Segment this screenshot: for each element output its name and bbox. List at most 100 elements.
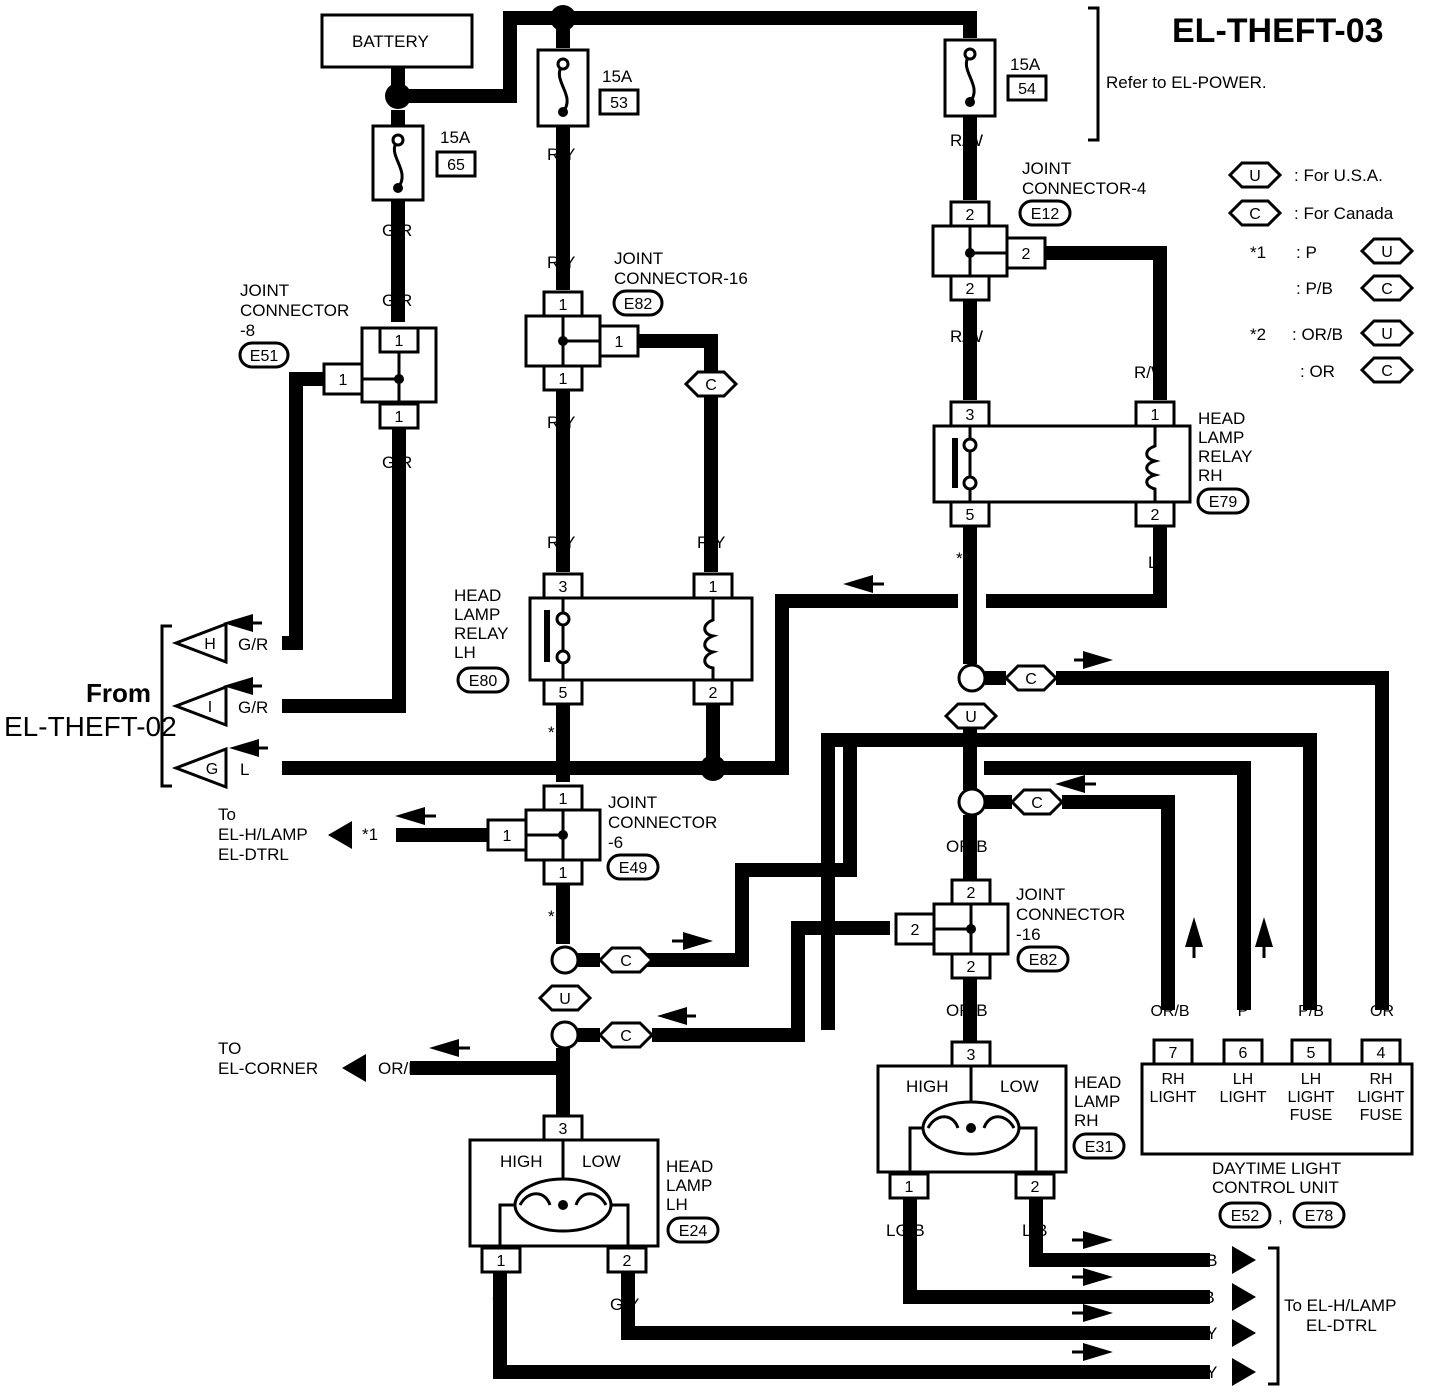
jc16a-label-2: CONNECTOR-16 [614, 269, 748, 288]
lamp-rh-leads [908, 1126, 1038, 1172]
wire-label-ry-4: R/Y [697, 533, 725, 552]
to-hlamp-3: EL-DTRL [218, 845, 289, 864]
splice-right-c1 [957, 663, 987, 693]
relay-rh-pin2-num: 2 [1151, 507, 1160, 524]
wire-label-ry-2: R/Y [547, 253, 575, 272]
wire-label-rw-3: R/W [1134, 363, 1167, 382]
dtrl-pin4 [1360, 1038, 1402, 1066]
fuse-53-term-a [556, 57, 570, 71]
legend-star2-a: : OR/B [1292, 325, 1343, 344]
dtrl-wire-orb: OR/B [1150, 1003, 1189, 1020]
wire-label-p-lh: P [557, 1075, 568, 1094]
relay-lh-code: E80 [469, 673, 498, 690]
jc6-code-box [606, 853, 660, 881]
fuse-54-term-a [963, 47, 977, 61]
jc4-pin-bottom-num: 2 [966, 281, 975, 298]
hex-c-left-1 [597, 946, 655, 974]
wire-label-s1-1: *1 [548, 723, 564, 742]
arrow-lb-out [1232, 1246, 1256, 1274]
lamp-lh-pin3-num: 3 [559, 1121, 568, 1138]
relay-lh-pin2-num: 2 [709, 685, 718, 702]
lamp-lh-pin1 [480, 1246, 522, 1274]
wire-p-to-dtrl [984, 761, 1251, 1010]
wire-label-l-g: L [240, 760, 249, 779]
legend-star2: *2 [1250, 325, 1266, 344]
wire-label-l-2: L [1148, 553, 1157, 572]
lamp-lh-pin3 [542, 1114, 584, 1142]
relay-rh-label-3: RELAY [1198, 447, 1253, 466]
jc6-label-1: JOINT [608, 793, 657, 812]
lamp-lh-pin1-num: 1 [497, 1253, 506, 1270]
jc16a-code: E82 [624, 296, 653, 313]
dtrl-pin4-num: 4 [1377, 1045, 1386, 1062]
lamp-rh-pin3 [950, 1040, 992, 1068]
jc6-label-3: -6 [608, 833, 623, 852]
lamp-rh-label-1: HEAD [1074, 1073, 1121, 1092]
jc8-label-1: JOINT [240, 281, 289, 300]
wire-top-bus [398, 11, 977, 103]
relay-rh-pin5-num: 5 [966, 507, 975, 524]
relay-lh-contact-a [555, 611, 571, 627]
lamp-rh-pin3-num: 3 [967, 1047, 976, 1064]
jc8-code: E51 [250, 348, 279, 365]
relay-lh-pin3-num: 3 [559, 579, 568, 596]
wire-l-rh [986, 530, 1167, 608]
jc6-label-2: CONNECTOR [608, 813, 717, 832]
legend-u-text: : For U.S.A. [1294, 166, 1383, 185]
legend-u-hex [1227, 161, 1283, 189]
dtrl-p7-l1: RH [1161, 1071, 1184, 1088]
relay-lh-coil [703, 598, 719, 680]
splice-left-c1 [550, 945, 580, 975]
relay-rh-coil [1145, 426, 1161, 502]
wire-to-corner [410, 1048, 570, 1075]
fuse-65-term-a [391, 133, 405, 147]
jc8-pin-top-num: 1 [395, 333, 404, 350]
lamp-rh-high: HIGH [906, 1077, 949, 1096]
hex-u-left [537, 984, 593, 1012]
relay-lh-pin1 [692, 572, 734, 600]
relay-lh-label-2: LAMP [454, 605, 500, 624]
arrow-y-out [1232, 1358, 1256, 1386]
jc6-pin-top [542, 784, 584, 812]
wire-label-rw-4: R/W [950, 327, 983, 346]
jc16b-label-1: JOINT [1016, 885, 1065, 904]
relay-rh-pin1-num: 1 [1151, 407, 1160, 424]
wire-label-l-1: L [706, 723, 715, 742]
wire-label-gr-1: G/R [382, 221, 412, 240]
legend-star1-c-hex [1359, 274, 1415, 302]
fuse-54-num-box [1006, 74, 1048, 102]
hex-u-right [943, 702, 999, 730]
legend-star1-u-hex [1359, 237, 1415, 265]
arrow-gy-out [1232, 1319, 1256, 1347]
legend-star2-c-hex [1359, 356, 1415, 384]
to-right-1: To EL-H/LAMP [1284, 1296, 1396, 1315]
hex-c-ry [683, 370, 739, 398]
battery-label: BATTERY [352, 32, 429, 51]
wire-rw-to-relay-rh [1045, 246, 1167, 400]
wire-label-orb-left: OR/B [826, 919, 868, 938]
wire-label-gr-3: G/R [382, 453, 412, 472]
dtrl-code2-box [1292, 1201, 1346, 1229]
wire-label-rw-2: R/W [1070, 245, 1103, 264]
lamp-lh-label-1: HEAD [666, 1157, 713, 1176]
wire-label-gr-h: G/R [238, 635, 268, 654]
relay-rh-label-1: HEAD [1198, 409, 1245, 428]
dtrl-pin5-num: 5 [1307, 1045, 1316, 1062]
jc6-pin-bottom-num: 1 [559, 865, 568, 882]
relay-lh-body [528, 596, 754, 682]
jc16b-pin-bottom-num: 2 [967, 959, 976, 976]
jc16a-node [558, 336, 568, 346]
relay-lh-label-4: LH [454, 643, 476, 662]
jc8-label-2: CONNECTOR [240, 301, 349, 320]
dtrl-wire-or: OR [1370, 1003, 1394, 1020]
wire-label-ry-3: R/Y [660, 333, 688, 352]
hex-c-left-2-code: C [620, 1028, 632, 1045]
fuse-65-amp: 15A [440, 128, 471, 147]
jc16a-pin-top-num: 1 [559, 297, 568, 314]
legend-star1-b: : P/B [1296, 279, 1333, 298]
dtrl-p5-l2: LIGHT [1287, 1089, 1334, 1106]
relay-lh-switch-bar [544, 610, 550, 662]
relay-rh-contact-a [962, 437, 978, 453]
wire-gr-to-h [282, 372, 324, 650]
relay-rh-code-box [1196, 487, 1250, 515]
